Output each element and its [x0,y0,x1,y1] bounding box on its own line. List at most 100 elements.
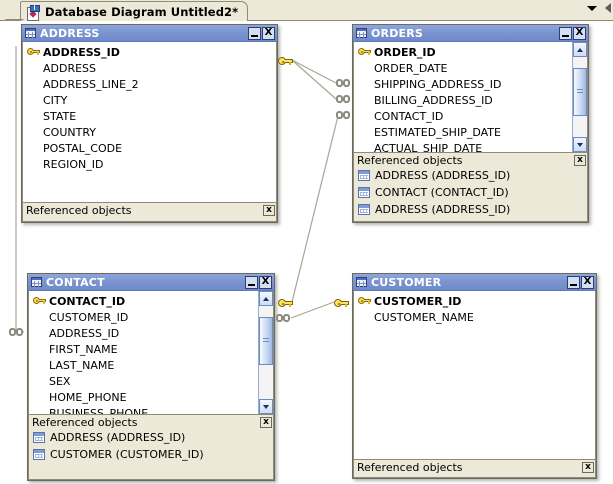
column-key-slot [357,142,371,152]
minimize-button[interactable] [559,26,572,40]
chevron-left-icon[interactable] [605,3,611,13]
column-row[interactable]: REGION_ID [23,156,276,172]
column-row-pk[interactable]: CONTACT_ID [29,293,258,309]
table-icon [356,28,367,38]
column-row[interactable]: CUSTOMER_NAME [354,309,595,325]
column-key-slot [32,295,46,307]
referenced-object-item[interactable]: ADDRESS (ADDRESS_ID) [354,167,587,184]
referenced-object-item[interactable]: CUSTOMER (CUSTOMER_ID) [29,446,273,463]
table-icon [25,28,36,38]
scroll-down-button[interactable] [259,399,273,414]
minimize-button[interactable] [245,275,258,289]
column-key-slot [26,110,40,122]
referenced-objects-label: Referenced objects [357,460,463,474]
referenced-object-item[interactable]: ADDRESS (ADDRESS_ID) [354,201,587,218]
column-row-pk[interactable]: CUSTOMER_ID [354,293,595,309]
scroll-up-button[interactable] [573,42,587,57]
scroll-thumb[interactable] [259,317,273,365]
tab-database-diagram[interactable]: Database Diagram Untitled2* [20,1,249,21]
referenced-objects-list-contact[interactable]: ADDRESS (ADDRESS_ID) CUSTOMER (CUSTOMER_I… [28,429,274,480]
column-key-slot [32,407,46,414]
relationship-line-address-to-orders-shipping[interactable] [291,59,337,84]
column-key-slot [26,126,40,138]
column-key-slot [32,343,46,355]
column-row[interactable]: BILLING_ADDRESS_ID [354,92,572,108]
referenced-object-label: ADDRESS (ADDRESS_ID) [50,431,186,444]
column-row[interactable]: CONTACT_ID [354,108,572,124]
column-key-slot [357,126,371,138]
column-key-slot [32,327,46,339]
column-row[interactable]: ACTUAL_SHIP_DATE [354,140,572,153]
relationship-line-contact-to-orders-contact[interactable] [291,115,339,303]
close-button[interactable]: X [573,26,586,40]
close-button[interactable]: X [262,26,275,40]
minimize-button[interactable] [567,275,580,289]
column-row[interactable]: BUSINESS_PHONE [29,405,258,415]
column-key-slot [26,46,40,58]
relationship-line-customer-to-contact[interactable] [290,301,335,319]
referenced-object-item[interactable]: CONTACT (CONTACT_ID) [354,184,587,201]
column-row[interactable]: ORDER_DATE [354,60,572,76]
column-row[interactable]: STATE [23,108,276,124]
referenced-objects-list-address[interactable] [22,217,277,222]
referenced-objects-bar-customer[interactable]: Referenced objects x [353,459,596,474]
column-row[interactable]: FIRST_NAME [29,341,258,357]
minimize-button[interactable] [248,26,261,40]
close-button[interactable]: X [259,275,272,289]
relationship-line-address-to-orders-billing[interactable] [291,59,337,100]
chevron-down-icon[interactable] [587,5,597,11]
referenced-object-item[interactable]: ADDRESS (ADDRESS_ID) [29,429,273,446]
column-row[interactable]: SEX [29,373,258,389]
tab-nav-controls [587,3,611,13]
referenced-objects-close-icon[interactable]: x [582,461,594,473]
column-row[interactable]: LAST_NAME [29,357,258,373]
column-row[interactable]: ADDRESS [23,60,276,76]
column-row[interactable]: HOME_PHONE [29,389,258,405]
column-key-slot [32,359,46,371]
referenced-objects-list-orders[interactable]: ADDRESS (ADDRESS_ID)CONTACT (CONTACT_ID)… [353,167,588,222]
referenced-objects-list-customer[interactable] [353,474,596,478]
column-row[interactable]: ESTIMATED_SHIP_DATE [354,124,572,140]
column-row[interactable]: COUNTRY [23,124,276,140]
referenced-objects-bar-orders[interactable]: Referenced objects x [353,152,588,167]
vertical-scrollbar-contact[interactable] [258,291,273,414]
column-row[interactable]: CUSTOMER_ID [29,309,258,325]
close-button[interactable]: X [581,275,594,289]
column-row-pk[interactable]: ADDRESS_ID [23,44,276,60]
scroll-thumb[interactable] [573,68,587,116]
referenced-object-label: ADDRESS (ADDRESS_ID) [375,203,511,216]
column-row-pk[interactable]: ORDER_ID [354,44,572,60]
referenced-table-icon [358,204,370,215]
column-name: ORDER_ID [374,45,436,59]
column-name: ADDRESS_LINE_2 [43,77,139,91]
referenced-objects-label: Referenced objects [357,153,463,167]
column-row[interactable]: SHIPPING_ADDRESS_ID [354,76,572,92]
column-row[interactable]: CITY [23,92,276,108]
scroll-up-button[interactable] [259,291,273,306]
referenced-objects-close-icon[interactable]: x [263,204,275,216]
column-name: ORDER_DATE [374,61,448,75]
column-key-slot [32,311,46,323]
vertical-scrollbar-orders[interactable] [572,42,587,152]
referenced-objects-close-icon[interactable]: x [574,154,586,166]
column-row[interactable]: ADDRESS_LINE_2 [23,76,276,92]
referenced-objects-close-icon[interactable]: x [260,416,272,428]
scroll-down-button[interactable] [573,137,587,152]
column-row[interactable]: POSTAL_CODE [23,140,276,156]
column-row[interactable]: ADDRESS_ID [29,325,258,341]
